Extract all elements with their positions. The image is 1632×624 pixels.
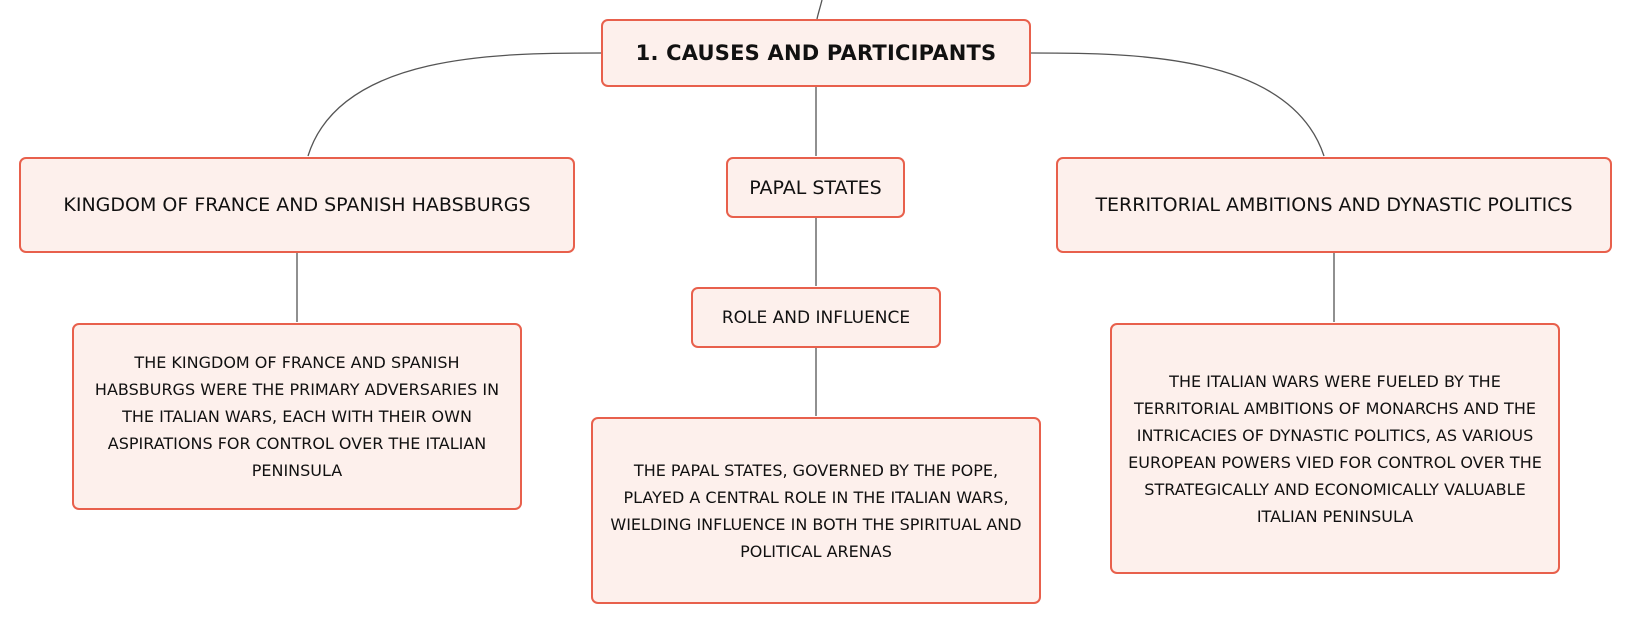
connector-root-to-territorial-ambitions — [1030, 52, 1325, 157]
branch-node-territorial-ambitions[interactable]: TERRITORIAL AMBITIONS AND DYNASTIC POLIT… — [1056, 157, 1612, 253]
connector-incoming — [816, 0, 823, 20]
branch-node-papal-states[interactable]: PAPAL STATES — [726, 157, 905, 218]
branch-node-france-habsburgs[interactable]: KINGDOM OF FRANCE AND SPANISH HABSBURGS — [19, 157, 575, 253]
root-node[interactable]: 1. CAUSES AND PARTICIPANTS — [601, 19, 1031, 87]
detail-node-france-habsburgs[interactable]: THE KINGDOM OF FRANCE AND SPANISH HABSBU… — [72, 323, 522, 510]
subtopic-node-role-and-influence[interactable]: ROLE AND INFLUENCE — [691, 287, 941, 348]
detail-node-papal-states[interactable]: THE PAPAL STATES, GOVERNED BY THE POPE, … — [591, 417, 1041, 604]
connector-root-to-france-habsburgs — [307, 52, 602, 157]
detail-node-territorial-ambitions[interactable]: THE ITALIAN WARS WERE FUELED BY THE TERR… — [1110, 323, 1560, 574]
